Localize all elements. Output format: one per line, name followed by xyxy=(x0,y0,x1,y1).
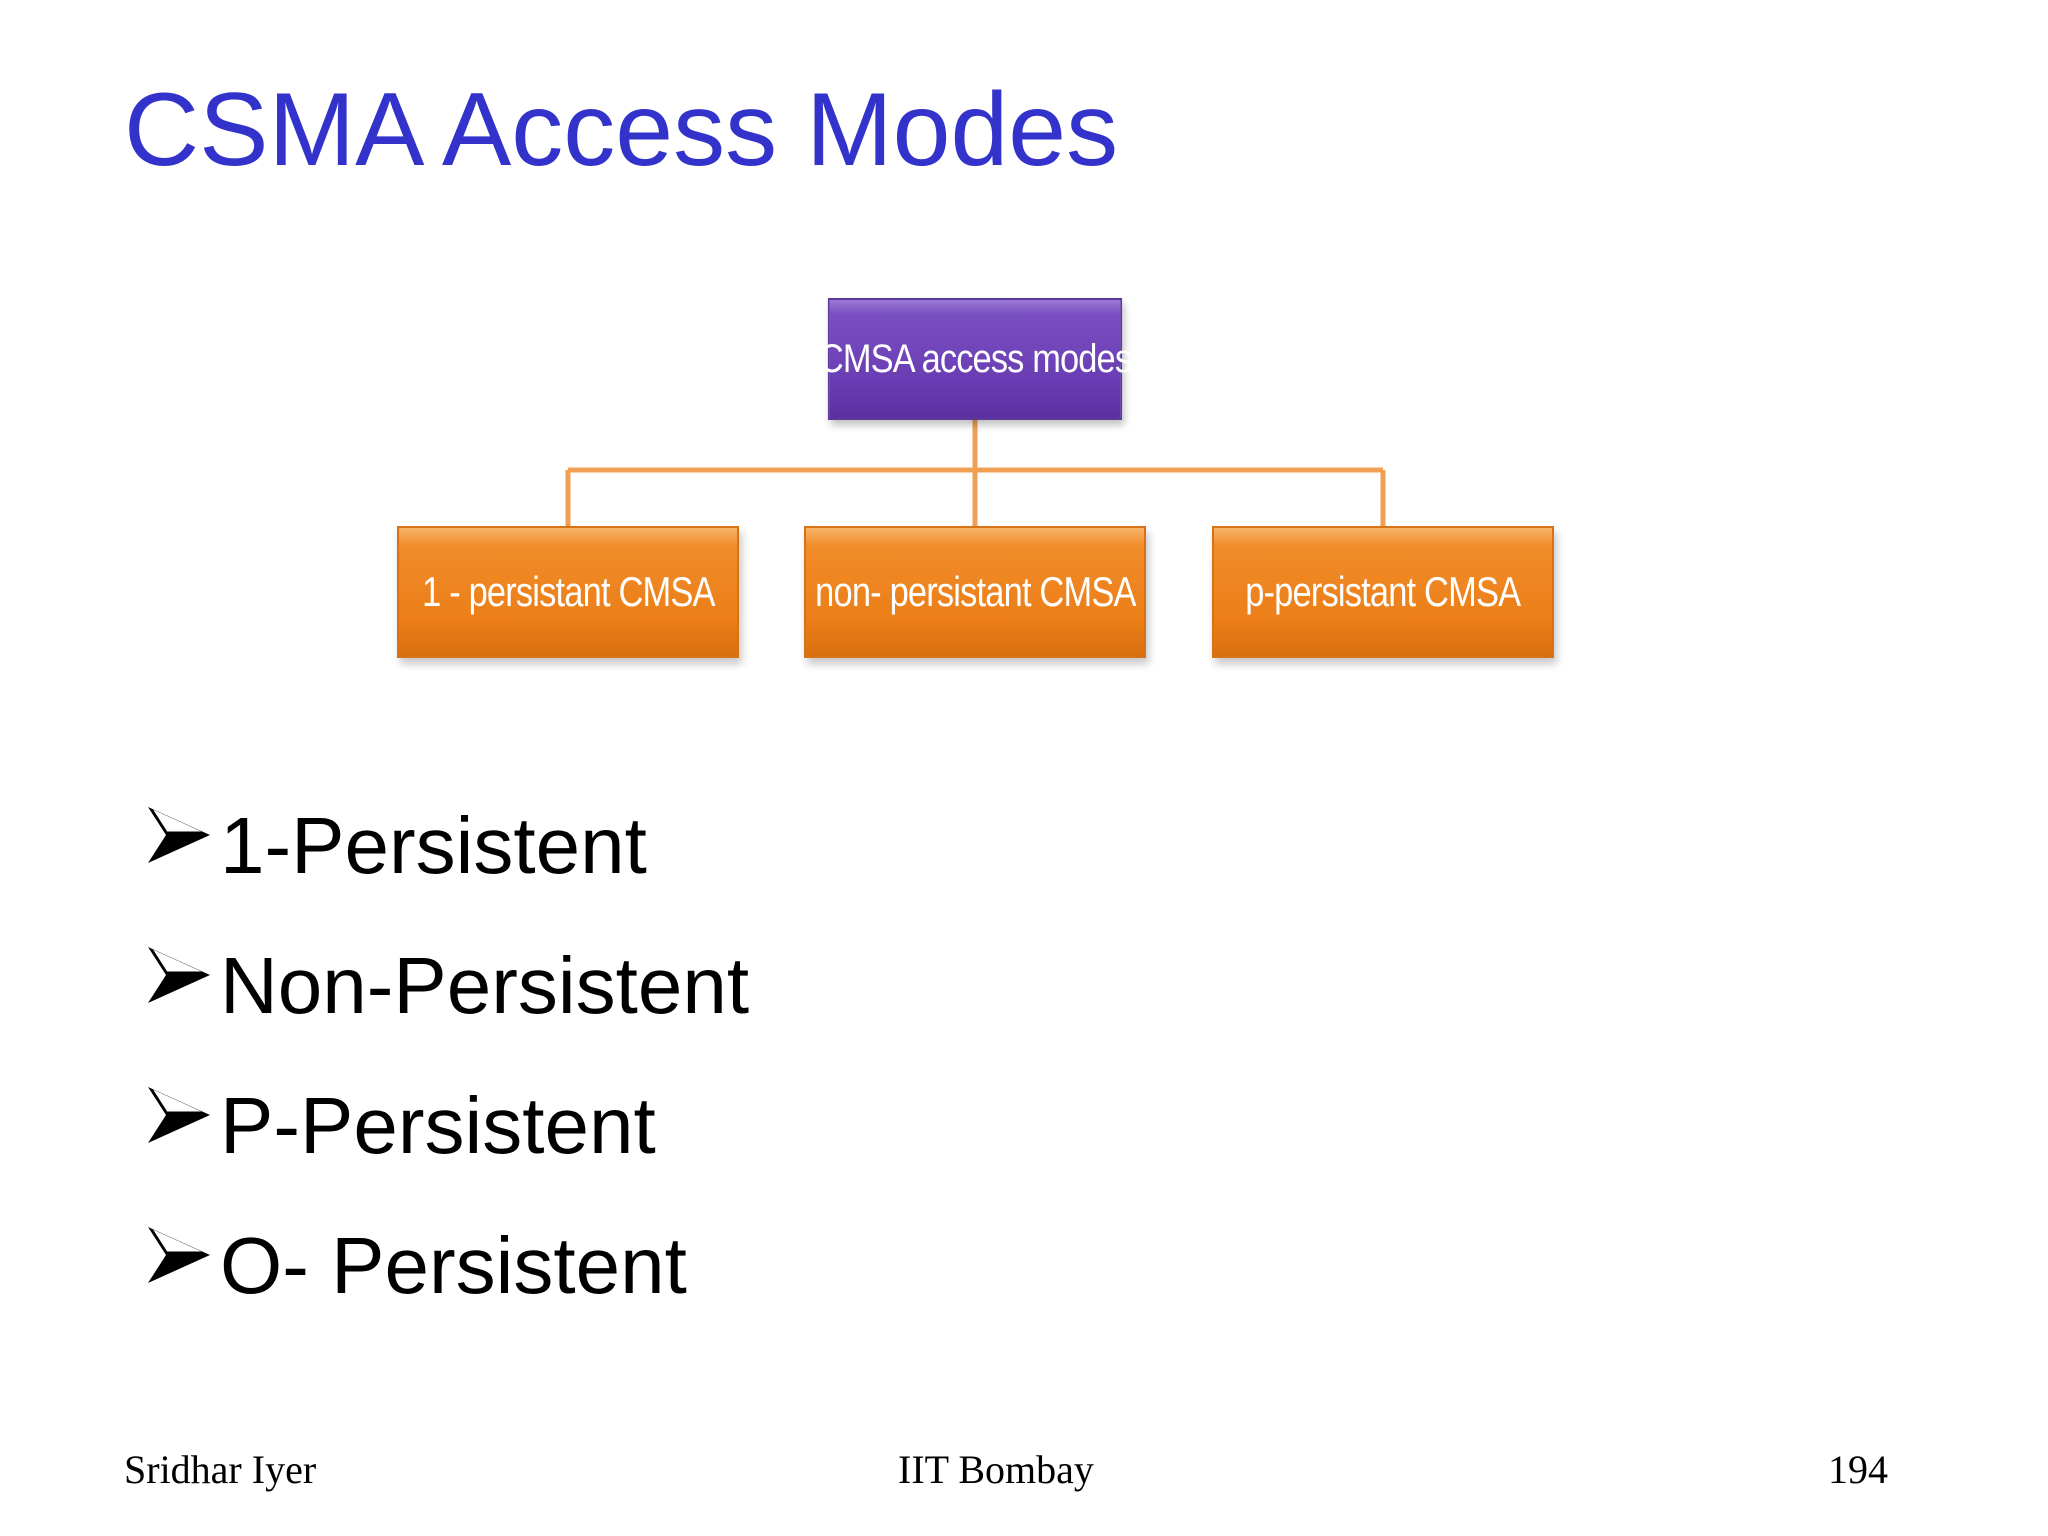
footer-institution: IIT Bombay xyxy=(898,1447,1094,1492)
diagram-root-node: CMSA access modes xyxy=(819,298,1132,420)
diagram-node-label: 1 - persistant CMSA xyxy=(421,568,715,615)
diagram-node-p-persistent: p-persistant CMSA xyxy=(1212,526,1554,658)
bullet-list: 1-Persistent Non-Persistent P-Persistent… xyxy=(144,776,749,1336)
bullet-text: Non-Persistent xyxy=(220,941,750,1030)
bullet-text: 1-Persistent xyxy=(220,801,647,890)
arrowhead-bullet-icon xyxy=(148,947,210,1003)
slide-title: CSMA Access Modes xyxy=(124,72,1119,188)
diagram-node-label: p-persistant CMSA xyxy=(1245,568,1521,615)
arrowhead-bullet-icon xyxy=(148,807,210,863)
diagram-node-non-persistent: non- persistant CMSA xyxy=(804,526,1146,658)
bullet-text: P-Persistent xyxy=(220,1081,656,1170)
csma-modes-diagram: CMSA access modes 1 - persistant CMSA no… xyxy=(380,288,1600,688)
diagram-node-label: non- persistant CMSA xyxy=(814,568,1136,615)
bullet-text: O- Persistent xyxy=(220,1221,687,1310)
footer-author: Sridhar Iyer xyxy=(124,1447,317,1492)
diagram-root-label: CMSA access modes xyxy=(818,336,1132,381)
diagram-node-1-persistent: 1 - persistant CMSA xyxy=(397,526,739,658)
bullet-item: Non-Persistent xyxy=(144,916,749,1056)
bullet-item: 1-Persistent xyxy=(144,776,749,916)
bullet-item: P-Persistent xyxy=(144,1056,749,1196)
bullet-item: O- Persistent xyxy=(144,1196,749,1336)
footer-page-number: 194 xyxy=(1828,1447,1888,1492)
diagram-connectors xyxy=(565,420,1386,526)
arrowhead-bullet-icon xyxy=(148,1227,210,1283)
arrowhead-bullet-icon xyxy=(148,1087,210,1143)
